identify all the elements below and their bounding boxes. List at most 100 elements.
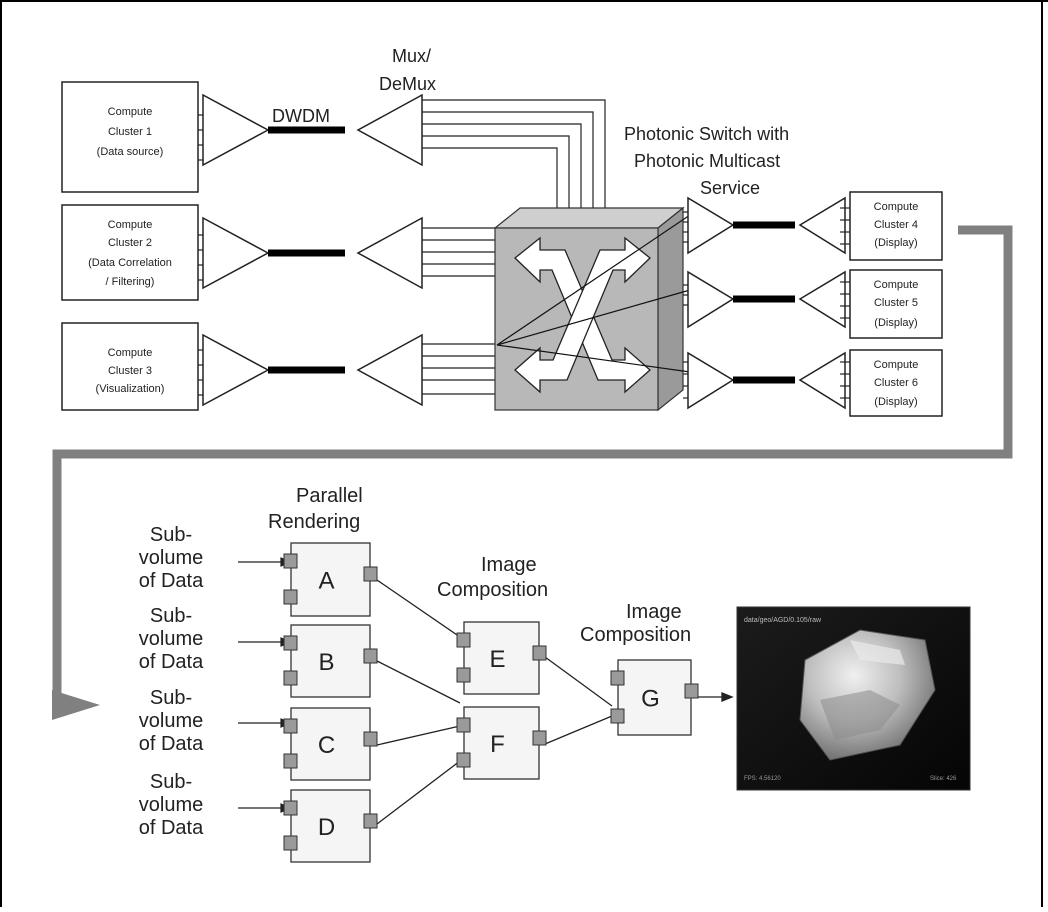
parallel-rendering-label-2: Rendering — [268, 511, 360, 533]
node-g: G — [611, 660, 698, 735]
cluster-6: Compute Cluster 6 (Display) — [850, 350, 942, 416]
subvolume-arrows — [238, 558, 291, 812]
switch-label-3: Service — [700, 178, 760, 198]
switch-label-2: Photonic Multicast — [634, 151, 780, 171]
render-preview: data/geo/AGD/0.105/raw FPS: 4.56120 Slic… — [737, 607, 970, 790]
node-letter: D — [318, 814, 335, 841]
mux-row-3 — [203, 335, 422, 405]
cluster-4-line-2: Cluster 4 — [874, 219, 918, 231]
node-letter: B — [318, 649, 334, 676]
node-port — [284, 554, 297, 568]
node-port — [284, 836, 297, 850]
parallel-rendering-label-1: Parallel — [296, 485, 363, 507]
node-a: A — [284, 543, 377, 616]
node-port — [364, 567, 377, 581]
node-letter: E — [489, 646, 505, 673]
svg-text:Sub-: Sub- — [150, 771, 192, 793]
cluster-3-line-1: Compute — [108, 347, 153, 359]
node-port — [364, 649, 377, 663]
fibres-row-1 — [422, 100, 605, 208]
node-port — [533, 731, 546, 745]
node-port — [364, 732, 377, 746]
cluster-6-line-3: (Display) — [874, 396, 917, 408]
mux-label-2: DeMux — [379, 74, 436, 94]
subvolume-c: Sub- volume of Data — [139, 687, 204, 755]
cluster-3-line-2: Cluster 3 — [108, 365, 152, 377]
render-slice: Slice: 426 — [930, 776, 957, 782]
cluster-2-line-4: / Filtering) — [106, 276, 155, 288]
render-title: data/geo/AGD/0.105/raw — [744, 617, 822, 624]
cluster-2-line-3: (Data Correlation — [88, 257, 172, 269]
arrow-head-icon — [52, 690, 100, 720]
node-e: E — [457, 622, 546, 694]
cluster-5-line-1: Compute — [874, 279, 919, 291]
cluster-2-line-2: Cluster 2 — [108, 237, 152, 249]
node-port — [364, 814, 377, 828]
cluster-4-line-3: (Display) — [874, 237, 917, 249]
fibres-row-2-3 — [422, 228, 495, 394]
node-f: F — [457, 707, 546, 779]
image-composition-1-label-2: Composition — [437, 579, 548, 601]
node-port — [284, 671, 297, 685]
image-composition-1-label-1: Image — [481, 554, 537, 576]
image-composition-2-label-1: Image — [626, 601, 682, 623]
cluster-4-line-1: Compute — [874, 201, 919, 213]
node-port — [457, 718, 470, 732]
svg-text:of Data: of Data — [139, 570, 204, 592]
cluster-5: Compute Cluster 5 (Display) — [850, 270, 942, 338]
cluster-5-line-3: (Display) — [874, 317, 917, 329]
node-port — [611, 671, 624, 685]
node-port — [284, 590, 297, 604]
svg-text:of Data: of Data — [139, 733, 204, 755]
node-c: C — [284, 708, 377, 780]
node-port — [284, 754, 297, 768]
cluster-2-line-1: Compute — [108, 219, 153, 231]
node-port — [533, 646, 546, 660]
node-port — [284, 719, 297, 733]
cluster-4: Compute Cluster 4 (Display) — [850, 192, 942, 260]
cluster-1: Compute Cluster 1 (Data source) — [62, 82, 198, 192]
cluster-6-line-2: Cluster 6 — [874, 377, 918, 389]
svg-text:Sub-: Sub- — [150, 605, 192, 627]
svg-text:of Data: of Data — [139, 817, 204, 839]
svg-text:of Data: of Data — [139, 651, 204, 673]
demux-row-4 — [688, 198, 845, 253]
dwdm-label: DWDM — [272, 106, 330, 126]
svg-text:Sub-: Sub- — [150, 524, 192, 546]
node-letter: G — [641, 686, 660, 713]
cluster-2: Compute Cluster 2 (Data Correlation / Fi… — [62, 205, 198, 300]
node-letter: F — [490, 731, 505, 758]
demux-row-5 — [688, 272, 845, 327]
svg-text:volume: volume — [139, 547, 203, 569]
subvolume-d: Sub- volume of Data — [139, 771, 204, 839]
mux-row-2 — [203, 218, 422, 288]
cluster-6-line-1: Compute — [874, 359, 919, 371]
node-port — [284, 801, 297, 815]
cluster-1-line-3: (Data source) — [97, 146, 164, 158]
node-b: B — [284, 625, 377, 697]
switch-label-1: Photonic Switch with — [624, 124, 789, 144]
node-port — [457, 633, 470, 647]
render-fps: FPS: 4.56120 — [744, 776, 781, 782]
node-port — [457, 753, 470, 767]
node-letter: A — [318, 568, 334, 595]
image-composition-2-label-2: Composition — [580, 624, 691, 646]
subvolume-b: Sub- volume of Data — [139, 605, 204, 673]
cluster-1-line-1: Compute — [108, 106, 153, 118]
demux-row-6 — [688, 353, 845, 408]
cluster-1-line-2: Cluster 1 — [108, 126, 152, 138]
node-d: D — [284, 790, 377, 862]
photonic-switch — [495, 208, 690, 410]
node-port — [611, 709, 624, 723]
cluster-3-line-3: (Visualization) — [96, 383, 165, 395]
node-port — [685, 684, 698, 698]
node-port — [457, 668, 470, 682]
node-port — [284, 636, 297, 650]
subvolume-a: Sub- volume of Data — [139, 524, 204, 592]
svg-text:volume: volume — [139, 710, 203, 732]
node-letter: C — [318, 732, 335, 759]
svg-text:volume: volume — [139, 628, 203, 650]
svg-text:Sub-: Sub- — [150, 687, 192, 709]
